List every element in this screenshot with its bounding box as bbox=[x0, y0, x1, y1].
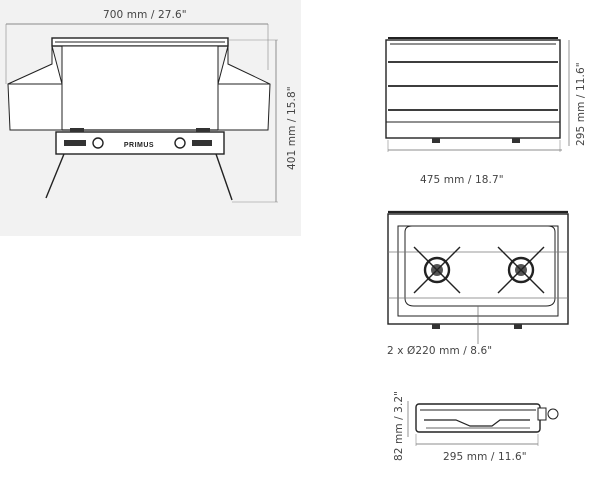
left-leg bbox=[45, 153, 65, 199]
front-height-label: 401 mm / 15.8" bbox=[286, 86, 298, 170]
left-burner bbox=[423, 256, 451, 284]
back-view-drawing bbox=[385, 37, 570, 152]
back-height-label: 295 mm / 11.6" bbox=[575, 62, 587, 146]
right-control-knob bbox=[174, 137, 186, 149]
side-valve bbox=[537, 407, 547, 421]
front-view-drawing bbox=[5, 23, 278, 203]
side-height-label: 82 mm / 3.2" bbox=[393, 390, 405, 461]
side-width-label: 295 mm / 11.6" bbox=[443, 451, 527, 463]
side-connector bbox=[547, 408, 559, 420]
right-burner bbox=[507, 256, 535, 284]
top-view-drawing bbox=[387, 210, 569, 344]
brand-logo: PRIMUS bbox=[124, 142, 154, 149]
side-view-drawing bbox=[407, 401, 559, 446]
right-leg bbox=[215, 153, 233, 201]
back-width-label: 475 mm / 18.7" bbox=[420, 174, 504, 186]
case-body bbox=[385, 39, 561, 139]
left-control-knob bbox=[92, 137, 104, 149]
right-wind-shield bbox=[217, 45, 271, 131]
front-width-label: 700 mm / 27.6" bbox=[103, 9, 187, 21]
lid-panel bbox=[61, 45, 219, 131]
left-wind-shield bbox=[7, 45, 63, 131]
burner-diameter-label: 2 x Ø220 mm / 8.6" bbox=[387, 345, 493, 357]
